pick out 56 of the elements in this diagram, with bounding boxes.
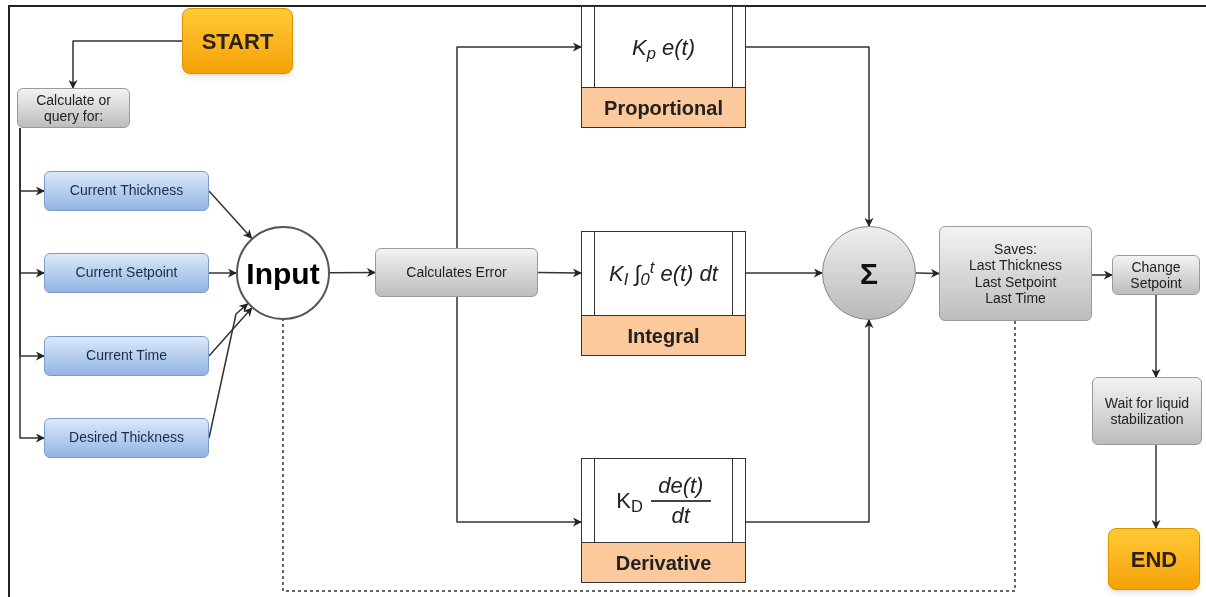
- dashed-connector: [282, 319, 1016, 592]
- block-label: Integral: [582, 315, 745, 355]
- terminal-box: [182, 8, 293, 74]
- node-label: Last Thickness: [968, 257, 1063, 274]
- arrow: [915, 268, 940, 278]
- node-label: Calculates Error: [406, 264, 507, 281]
- arrow: [1151, 444, 1161, 529]
- process-box: [939, 226, 1092, 321]
- controller-block: [581, 6, 746, 128]
- arrow: [456, 296, 582, 527]
- controller-block: [581, 458, 746, 583]
- arrow: [745, 319, 874, 523]
- node-label: Wait for liquid stabilization: [1103, 394, 1191, 428]
- arrow: [19, 127, 45, 443]
- arrow: [1151, 294, 1161, 378]
- node-label: Input: [246, 255, 320, 292]
- node-label: Σ: [860, 255, 878, 292]
- formula: K$_{D}$: [616, 487, 643, 517]
- arrow: [208, 190, 253, 239]
- arrow: [456, 42, 582, 249]
- formula: K$_{p}$ e(t): [632, 33, 695, 64]
- node-label: START: [201, 27, 274, 56]
- arrow: [208, 303, 249, 439]
- node-label: Desired Thickness: [69, 429, 184, 447]
- block-label: Derivative: [582, 542, 745, 582]
- node-label: Calculate or query for:: [35, 91, 112, 125]
- fraction-denominator: dt: [671, 501, 690, 529]
- node-label: END: [1130, 545, 1178, 574]
- arrow: [208, 307, 253, 357]
- input-box: [44, 253, 209, 293]
- formula: K$_{I}$ ∫$_{0}$$^{t}$ e(t) dt: [609, 257, 718, 290]
- node-label: Current Thickness: [69, 182, 184, 200]
- node-label: Change Setpoint: [1129, 258, 1183, 292]
- process-box: [1092, 377, 1202, 445]
- node-label: Last Setpoint: [974, 273, 1057, 290]
- terminal-box: [1108, 528, 1200, 590]
- node-label: Current Time: [86, 347, 167, 365]
- arrow: [745, 268, 823, 278]
- node-label: Current Setpoint: [75, 264, 178, 282]
- arrow: [68, 40, 183, 89]
- input-box: [44, 418, 209, 458]
- arrow: [537, 268, 582, 278]
- arrow: [329, 268, 376, 278]
- fraction-numerator: de(t): [658, 472, 704, 500]
- process-box: [17, 88, 130, 128]
- node-label: Last Time: [985, 289, 1046, 306]
- process-box: [1112, 255, 1200, 295]
- controller-block: [581, 231, 746, 356]
- arrow: [208, 268, 237, 278]
- process-box: [375, 248, 538, 297]
- input-box: [44, 171, 209, 211]
- input-box: [44, 336, 209, 376]
- arrow: [745, 46, 874, 227]
- block-label: Proportional: [582, 87, 745, 127]
- arrow: [1091, 270, 1113, 280]
- node-label: Saves:: [994, 241, 1037, 258]
